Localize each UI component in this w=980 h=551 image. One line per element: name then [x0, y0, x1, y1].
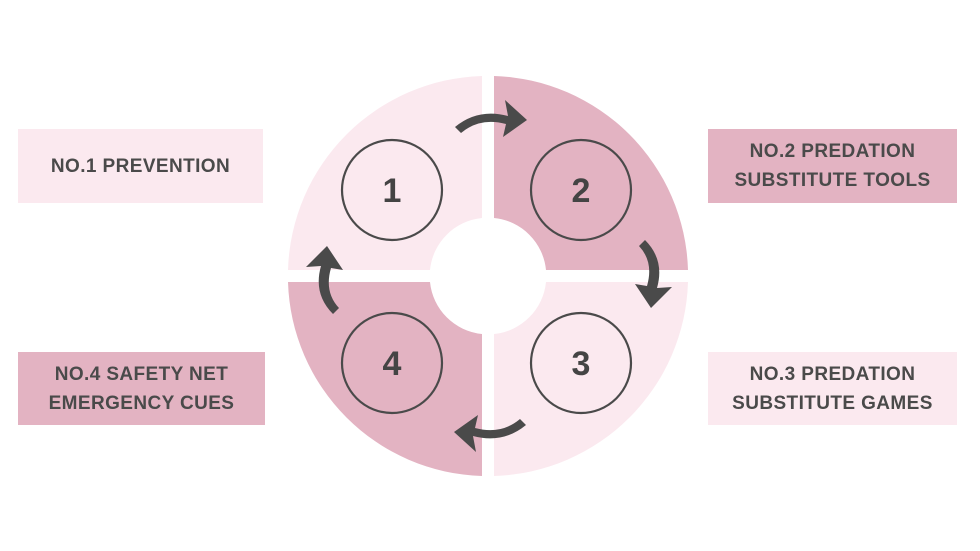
step-label-1-line-1: NO.1 PREVENTION	[50, 155, 231, 177]
step-label-4-line-2: EMERGENCY CUES	[48, 392, 235, 414]
step-number-2: 2	[572, 172, 591, 210]
step-label-3-line-1: NO.3 PREDATION	[749, 363, 916, 385]
arrow-4-to-1-icon	[306, 246, 343, 314]
step-label-2-line-1: NO.2 PREDATION	[749, 141, 916, 162]
step-label-3-line-2: SUBSTITUTE GAMES	[732, 392, 933, 414]
quadrant-2	[494, 76, 688, 270]
step-label-3: NO.3 PREDATION SUBSTITUTE GAMES	[708, 352, 957, 425]
step-circle-1: 1	[340, 138, 444, 242]
step-label-4: NO.4 SAFETY NET EMERGENCY CUES	[18, 352, 265, 425]
step-label-2-line-2: SUBSTITUTE TOOLS	[734, 170, 931, 191]
step-number-3: 3	[572, 345, 591, 383]
step-label-1: NO.1 PREVENTION	[18, 129, 263, 203]
step-circle-3: 3	[529, 311, 633, 415]
quadrant-1	[288, 76, 482, 270]
step-number-4: 4	[383, 345, 402, 383]
step-label-2: NO.2 PREDATION SUBSTITUTE TOOLS	[708, 129, 957, 203]
step-circle-4: 4	[340, 311, 444, 415]
quadrant-3	[494, 282, 688, 476]
arrow-3-to-4-icon	[454, 415, 526, 452]
arrow-1-to-2-icon	[455, 100, 527, 137]
step-number-1: 1	[383, 172, 402, 210]
arrow-2-to-3-icon	[635, 240, 672, 308]
curved-arrow-icon	[306, 100, 672, 452]
step-label-4-line-1: NO.4 SAFETY NET	[54, 363, 229, 385]
quadrant-4	[288, 282, 482, 476]
step-circle-2: 2	[529, 138, 633, 242]
